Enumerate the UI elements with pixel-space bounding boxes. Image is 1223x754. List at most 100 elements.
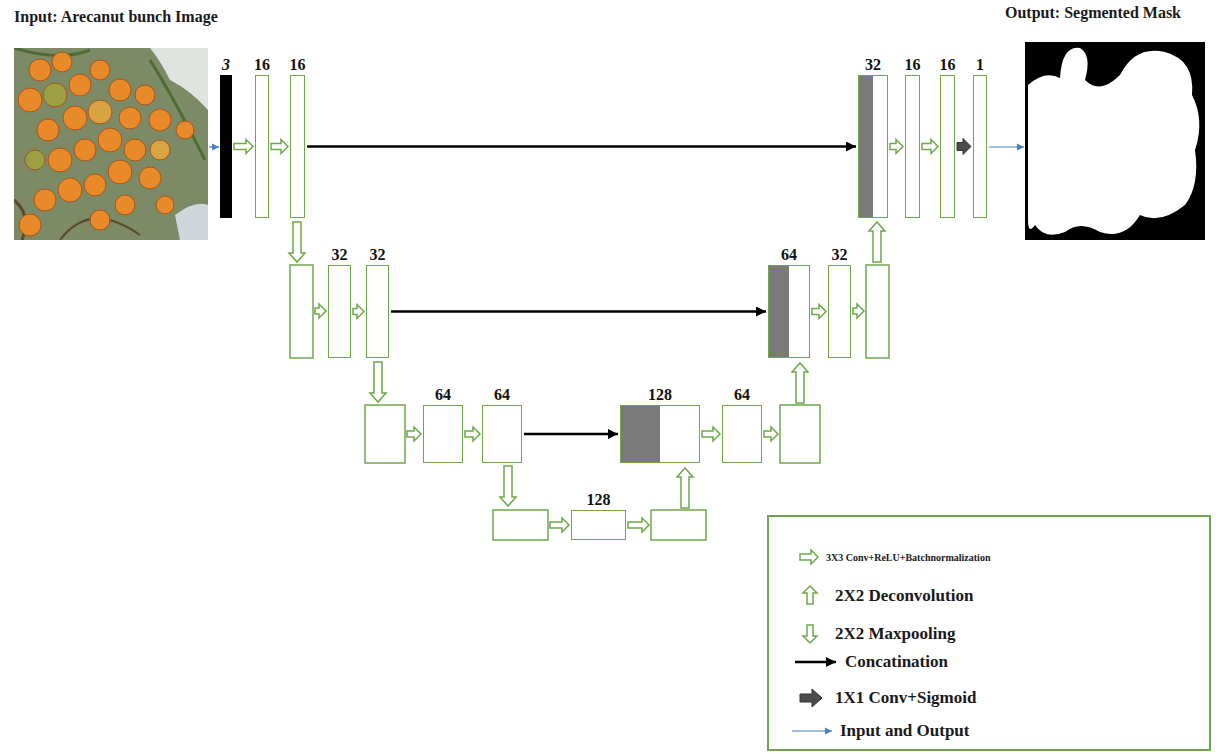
legend-sample: [800, 550, 818, 564]
channel-heading: 16: [290, 57, 306, 74]
legend-entry: Input and Output: [840, 722, 969, 741]
feature-map: 32: [328, 265, 351, 358]
feature-map: [290, 265, 889, 540]
conv-arrow: [922, 140, 938, 154]
legend-entry: 1X1 Conv+Sigmoid: [835, 689, 976, 708]
input-photo: [176, 121, 194, 139]
input-tensor: 3: [220, 75, 232, 218]
conv-arrow: [890, 140, 903, 154]
concatenation-arrow: [391, 310, 766, 313]
input-photo: [119, 107, 141, 129]
input-photo: [139, 167, 161, 189]
channel-count: 32: [370, 247, 386, 264]
channel-count: 128: [587, 492, 611, 509]
input-photo: [98, 128, 122, 152]
legend-text: 2X2 Maxpooling: [835, 625, 955, 644]
feature-map: 1: [973, 75, 987, 218]
legend-sample: [803, 625, 817, 643]
legend-text: 1X1 Conv+Sigmoid: [835, 689, 976, 708]
output-arrow: [989, 146, 1024, 147]
input-photo: [29, 59, 51, 81]
input-photo: [19, 214, 41, 236]
output-mask: [1025, 42, 1205, 240]
input-photo: [69, 74, 91, 96]
channel-heading: 3: [222, 57, 230, 74]
feature-map: 64: [722, 405, 762, 463]
input-photo: [14, 48, 90, 56]
input-arrow: [209, 146, 219, 147]
legend-text: Input and Output: [840, 722, 969, 741]
feature-map: 32: [366, 265, 389, 358]
channel-count: 32: [832, 247, 848, 264]
input-photo: [48, 148, 72, 172]
input-photo: [124, 139, 146, 161]
legend-sample: [792, 730, 832, 731]
input-photo: [88, 100, 112, 124]
input-photo: [109, 79, 131, 101]
channel-heading: 16: [940, 57, 956, 74]
channel-heading: 128: [587, 492, 611, 509]
block-arrow: [315, 304, 326, 318]
feature-map: 16: [255, 75, 269, 218]
channel-count: 16: [254, 57, 270, 74]
legend-text: 2X2 Deconvolution: [835, 587, 973, 606]
input-photo: [175, 204, 208, 240]
input-photo: [108, 160, 132, 184]
channel-count: 128: [648, 387, 672, 404]
legend-entry: 2X2 Deconvolution: [835, 587, 973, 606]
feature-map: 16: [290, 75, 305, 218]
input-photo: [34, 189, 56, 211]
input-photo: [18, 52, 194, 236]
feature-map: [651, 510, 706, 540]
channel-count: 64: [494, 387, 510, 404]
input-photo: [18, 88, 42, 112]
channel-count: 1: [976, 57, 984, 74]
legend-sample: [795, 661, 836, 664]
input-photo: [63, 106, 87, 130]
legend-text: Concatination: [845, 653, 948, 672]
feature-map: 16: [940, 75, 955, 218]
channel-heading: 16: [905, 57, 921, 74]
conv-arrow: [702, 427, 720, 441]
conv1x1-arrow: [957, 139, 971, 155]
block-arrow: [869, 222, 885, 262]
channel-count: 64: [781, 247, 797, 264]
legend-entry: Concatination: [845, 653, 948, 672]
channel-heading: 64: [494, 387, 510, 404]
input-photo: [74, 139, 96, 161]
concat-feature-map: 128: [620, 405, 700, 463]
channel-heading: 32: [332, 247, 348, 264]
channel-heading: 128: [648, 387, 672, 404]
conv-arrow: [353, 305, 364, 319]
channel-count: 32: [332, 247, 348, 264]
image-caption: Input: Arecanut bunch Image: [14, 8, 218, 26]
input-photo: [150, 60, 205, 160]
block-arrow: [289, 222, 885, 532]
input-photo: [150, 140, 170, 160]
channel-count: 16: [905, 57, 921, 74]
legend-entry: 2X2 Maxpooling: [835, 625, 955, 644]
channel-heading: 32: [370, 247, 386, 264]
feature-map: 128: [571, 510, 626, 540]
block-arrow: [628, 518, 649, 532]
feature-map: [493, 510, 548, 540]
channel-heading: 64: [734, 387, 750, 404]
concat-feature-map: 64: [768, 265, 810, 358]
feature-map: [780, 405, 820, 463]
feature-map: 64: [423, 405, 463, 463]
legend-sample: [792, 550, 836, 731]
feature-map: [290, 265, 313, 358]
block-arrow: [289, 222, 305, 262]
input-photo: [14, 48, 208, 240]
channel-count: 3: [222, 57, 230, 74]
input-photo: [43, 83, 67, 107]
legend-text: 3X3 Conv+ReLU+Batchnormalization: [826, 552, 990, 563]
channel-count: 64: [435, 387, 451, 404]
legend-frame: [768, 516, 1210, 750]
feature-map: [365, 405, 405, 463]
channel-heading: 64: [781, 247, 797, 264]
